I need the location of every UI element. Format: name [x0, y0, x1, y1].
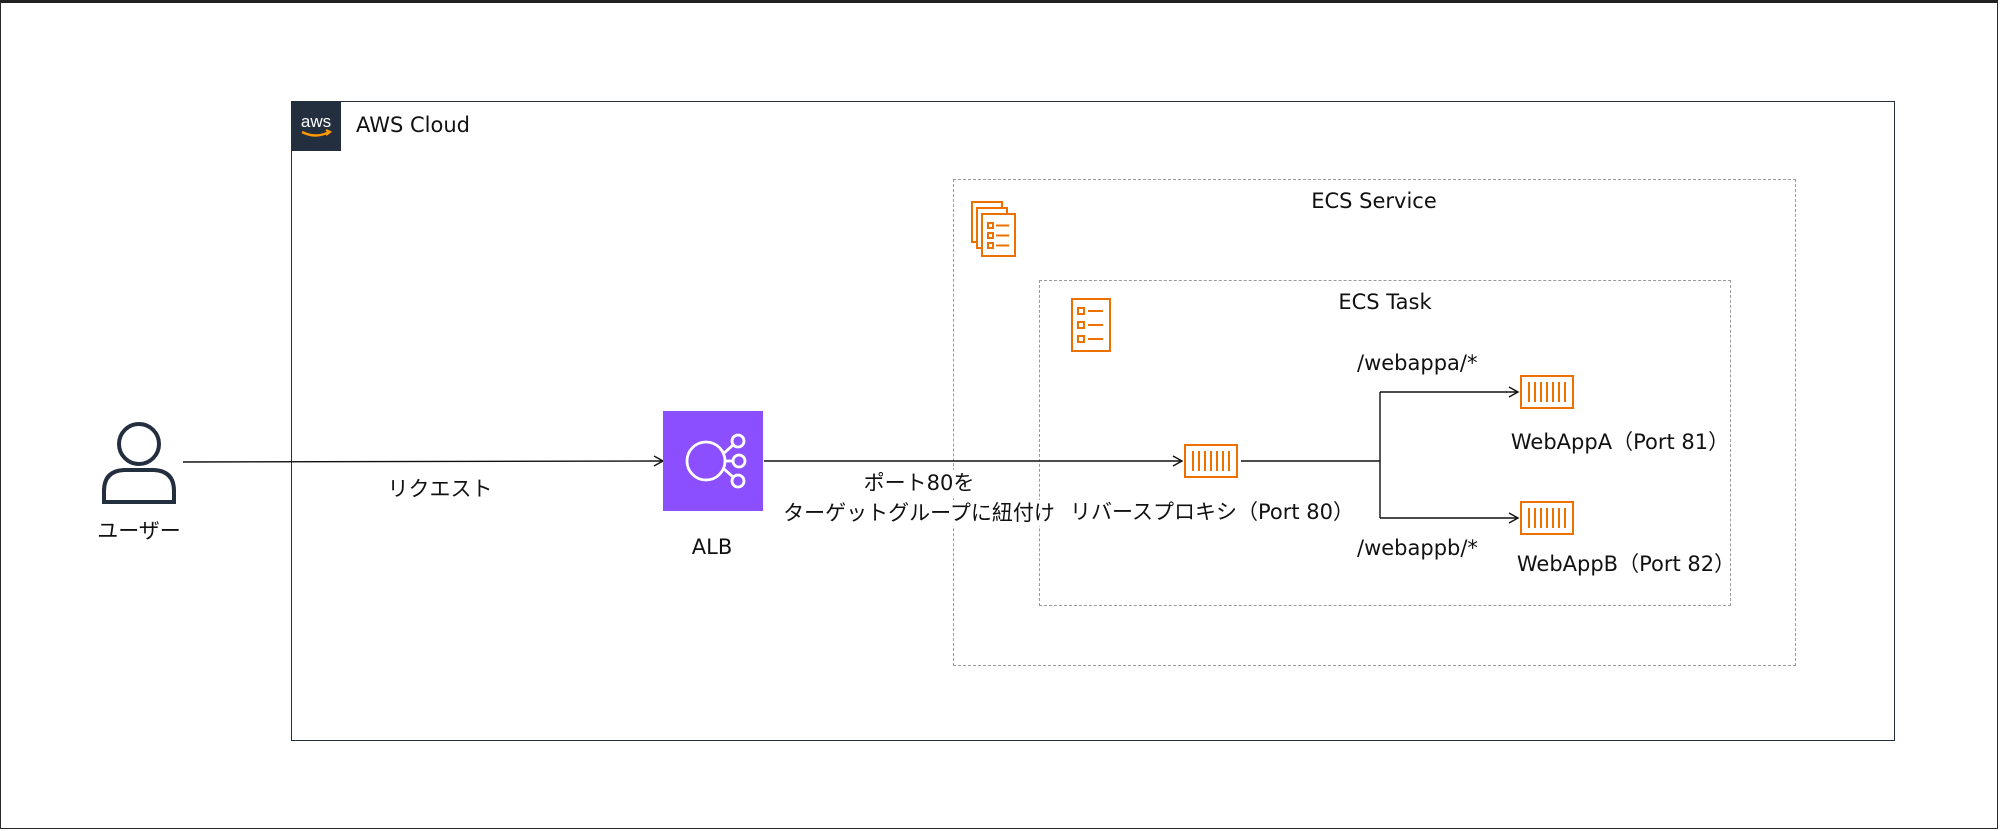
edge-label-port-line2: ターゲットグループに紐付け: [783, 500, 1055, 526]
aws-cloud-title: AWS Cloud: [356, 113, 470, 137]
webapp-a-container-icon[interactable]: [1519, 374, 1575, 410]
edge-label-request: リクエスト: [387, 477, 493, 501]
ecs-task-title: ECS Task: [1338, 290, 1432, 314]
proxy-container-icon[interactable]: [1183, 443, 1239, 479]
alb-label: ALB: [691, 535, 733, 559]
webapp-b-label: WebAppB（Port 82）: [1516, 552, 1736, 576]
arrowhead: [1508, 512, 1520, 524]
arrowhead: [1172, 455, 1184, 467]
load-balancer-icon[interactable]: [663, 411, 763, 511]
edge-request[interactable]: [182, 460, 663, 463]
webapp-a-label: WebAppA（Port 81）: [1510, 430, 1730, 454]
ecs-service-group[interactable]: [953, 179, 1796, 666]
ecs-task-icon: [1070, 297, 1112, 353]
user-icon[interactable]: [100, 421, 178, 505]
ecs-service-title: ECS Service: [1311, 189, 1437, 213]
edge-label-route-a: /webappa/*: [1357, 351, 1478, 375]
arrowhead: [1508, 386, 1520, 398]
aws-cloud-group[interactable]: [291, 101, 1895, 741]
aws-logo-text: aws: [301, 112, 331, 131]
user-label: ユーザー: [97, 519, 181, 543]
ecs-task-group[interactable]: [1039, 280, 1731, 606]
ecs-service-icon: [970, 200, 1018, 258]
aws-logo-icon: aws: [291, 101, 341, 151]
proxy-label: リバースプロキシ（Port 80）: [1070, 500, 1354, 524]
webapp-b-container-icon[interactable]: [1519, 500, 1575, 536]
edge-label-route-b: /webappb/*: [1357, 536, 1478, 560]
edge-label-port-line1: ポート80を: [863, 470, 975, 496]
